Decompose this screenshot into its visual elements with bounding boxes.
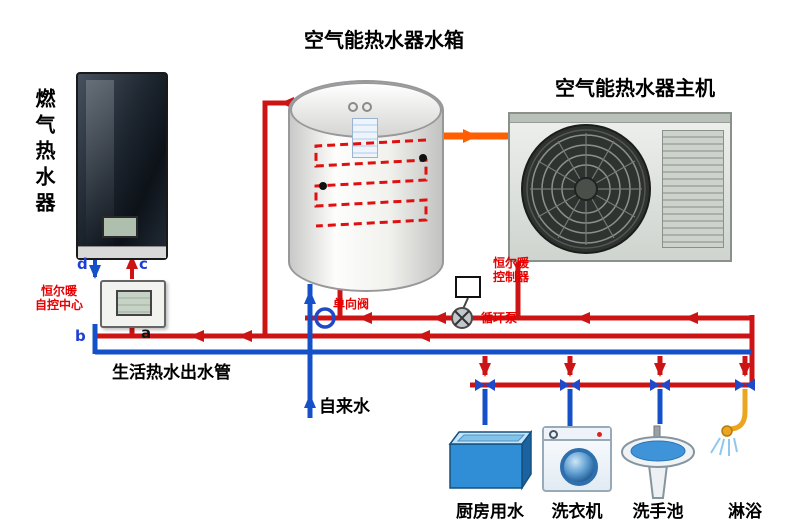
check-valve-icon xyxy=(314,307,336,329)
pump-label: 循环泵 xyxy=(481,311,518,325)
fixture-label-washer: 洗衣机 xyxy=(551,502,603,522)
heat-pump-main-unit xyxy=(508,112,732,262)
washing-machine xyxy=(542,426,612,492)
port-c-label: c xyxy=(139,255,148,273)
valve-icon xyxy=(650,379,660,391)
valve-icon xyxy=(660,379,670,391)
fixture-label-basin: 洗手池 xyxy=(632,502,684,522)
valve-icon xyxy=(475,379,485,391)
control-center-label-line1: 恒尔暖 xyxy=(40,284,77,298)
gas-water-heater xyxy=(76,72,168,260)
port-d-label: d xyxy=(77,255,88,273)
main-unit-title: 空气能热水器主机 xyxy=(555,76,715,100)
tap-water-label: 自来水 xyxy=(319,397,370,417)
tank-title: 空气能热水器水箱 xyxy=(304,28,464,52)
valve-icon xyxy=(485,379,495,391)
main-unit-top-strip xyxy=(510,114,730,123)
tank-heat-coil xyxy=(314,138,428,228)
valve-icon xyxy=(735,379,745,391)
gas-heater-label: 燃气热水器 xyxy=(32,88,56,218)
circulation-pump-icon xyxy=(451,297,473,329)
control-center-label: 恒尔暖 自控中心 xyxy=(28,284,90,312)
gas-heater-base xyxy=(78,246,166,258)
gas-heater-display xyxy=(102,216,138,238)
controller-label: 恒尔暖 控制器 xyxy=(493,256,529,284)
tank-logo xyxy=(348,102,372,112)
tank-sensor-icon xyxy=(319,182,327,190)
control-center-display xyxy=(116,290,152,316)
tank-label-sticker xyxy=(352,118,378,158)
fixture-label-kitchen: 厨房用水 xyxy=(456,502,524,522)
washer-indicator-icon xyxy=(597,432,602,437)
washer-knob-icon xyxy=(549,430,558,439)
water-tank xyxy=(288,80,444,292)
wash-basin xyxy=(620,424,696,504)
valve-icon xyxy=(745,379,755,391)
shower-icon xyxy=(710,389,748,456)
controller-label-line1: 恒尔暖 xyxy=(493,256,530,270)
hot-water-out-label: 生活热水出水管 xyxy=(112,363,231,383)
port-b-label: b xyxy=(75,327,86,345)
valve-icon xyxy=(570,379,580,391)
check-valve-label: 单向阀 xyxy=(333,297,370,311)
washer-door-icon xyxy=(560,448,598,486)
fixture-label-shower: 淋浴 xyxy=(728,502,762,522)
control-center-label-line2: 自控中心 xyxy=(34,298,83,312)
main-unit-side-grille xyxy=(662,130,724,248)
kitchen-sink xyxy=(448,424,533,496)
fan-icon xyxy=(521,124,651,254)
tank-sensor-icon xyxy=(419,154,427,162)
washer-control-panel xyxy=(544,428,610,441)
controller-label-line2: 控制器 xyxy=(493,270,530,284)
controller-box xyxy=(455,276,481,298)
port-a-label: a xyxy=(141,324,152,342)
valve-icon xyxy=(560,379,570,391)
control-center-box xyxy=(100,280,166,328)
fixture-valves xyxy=(475,379,755,391)
